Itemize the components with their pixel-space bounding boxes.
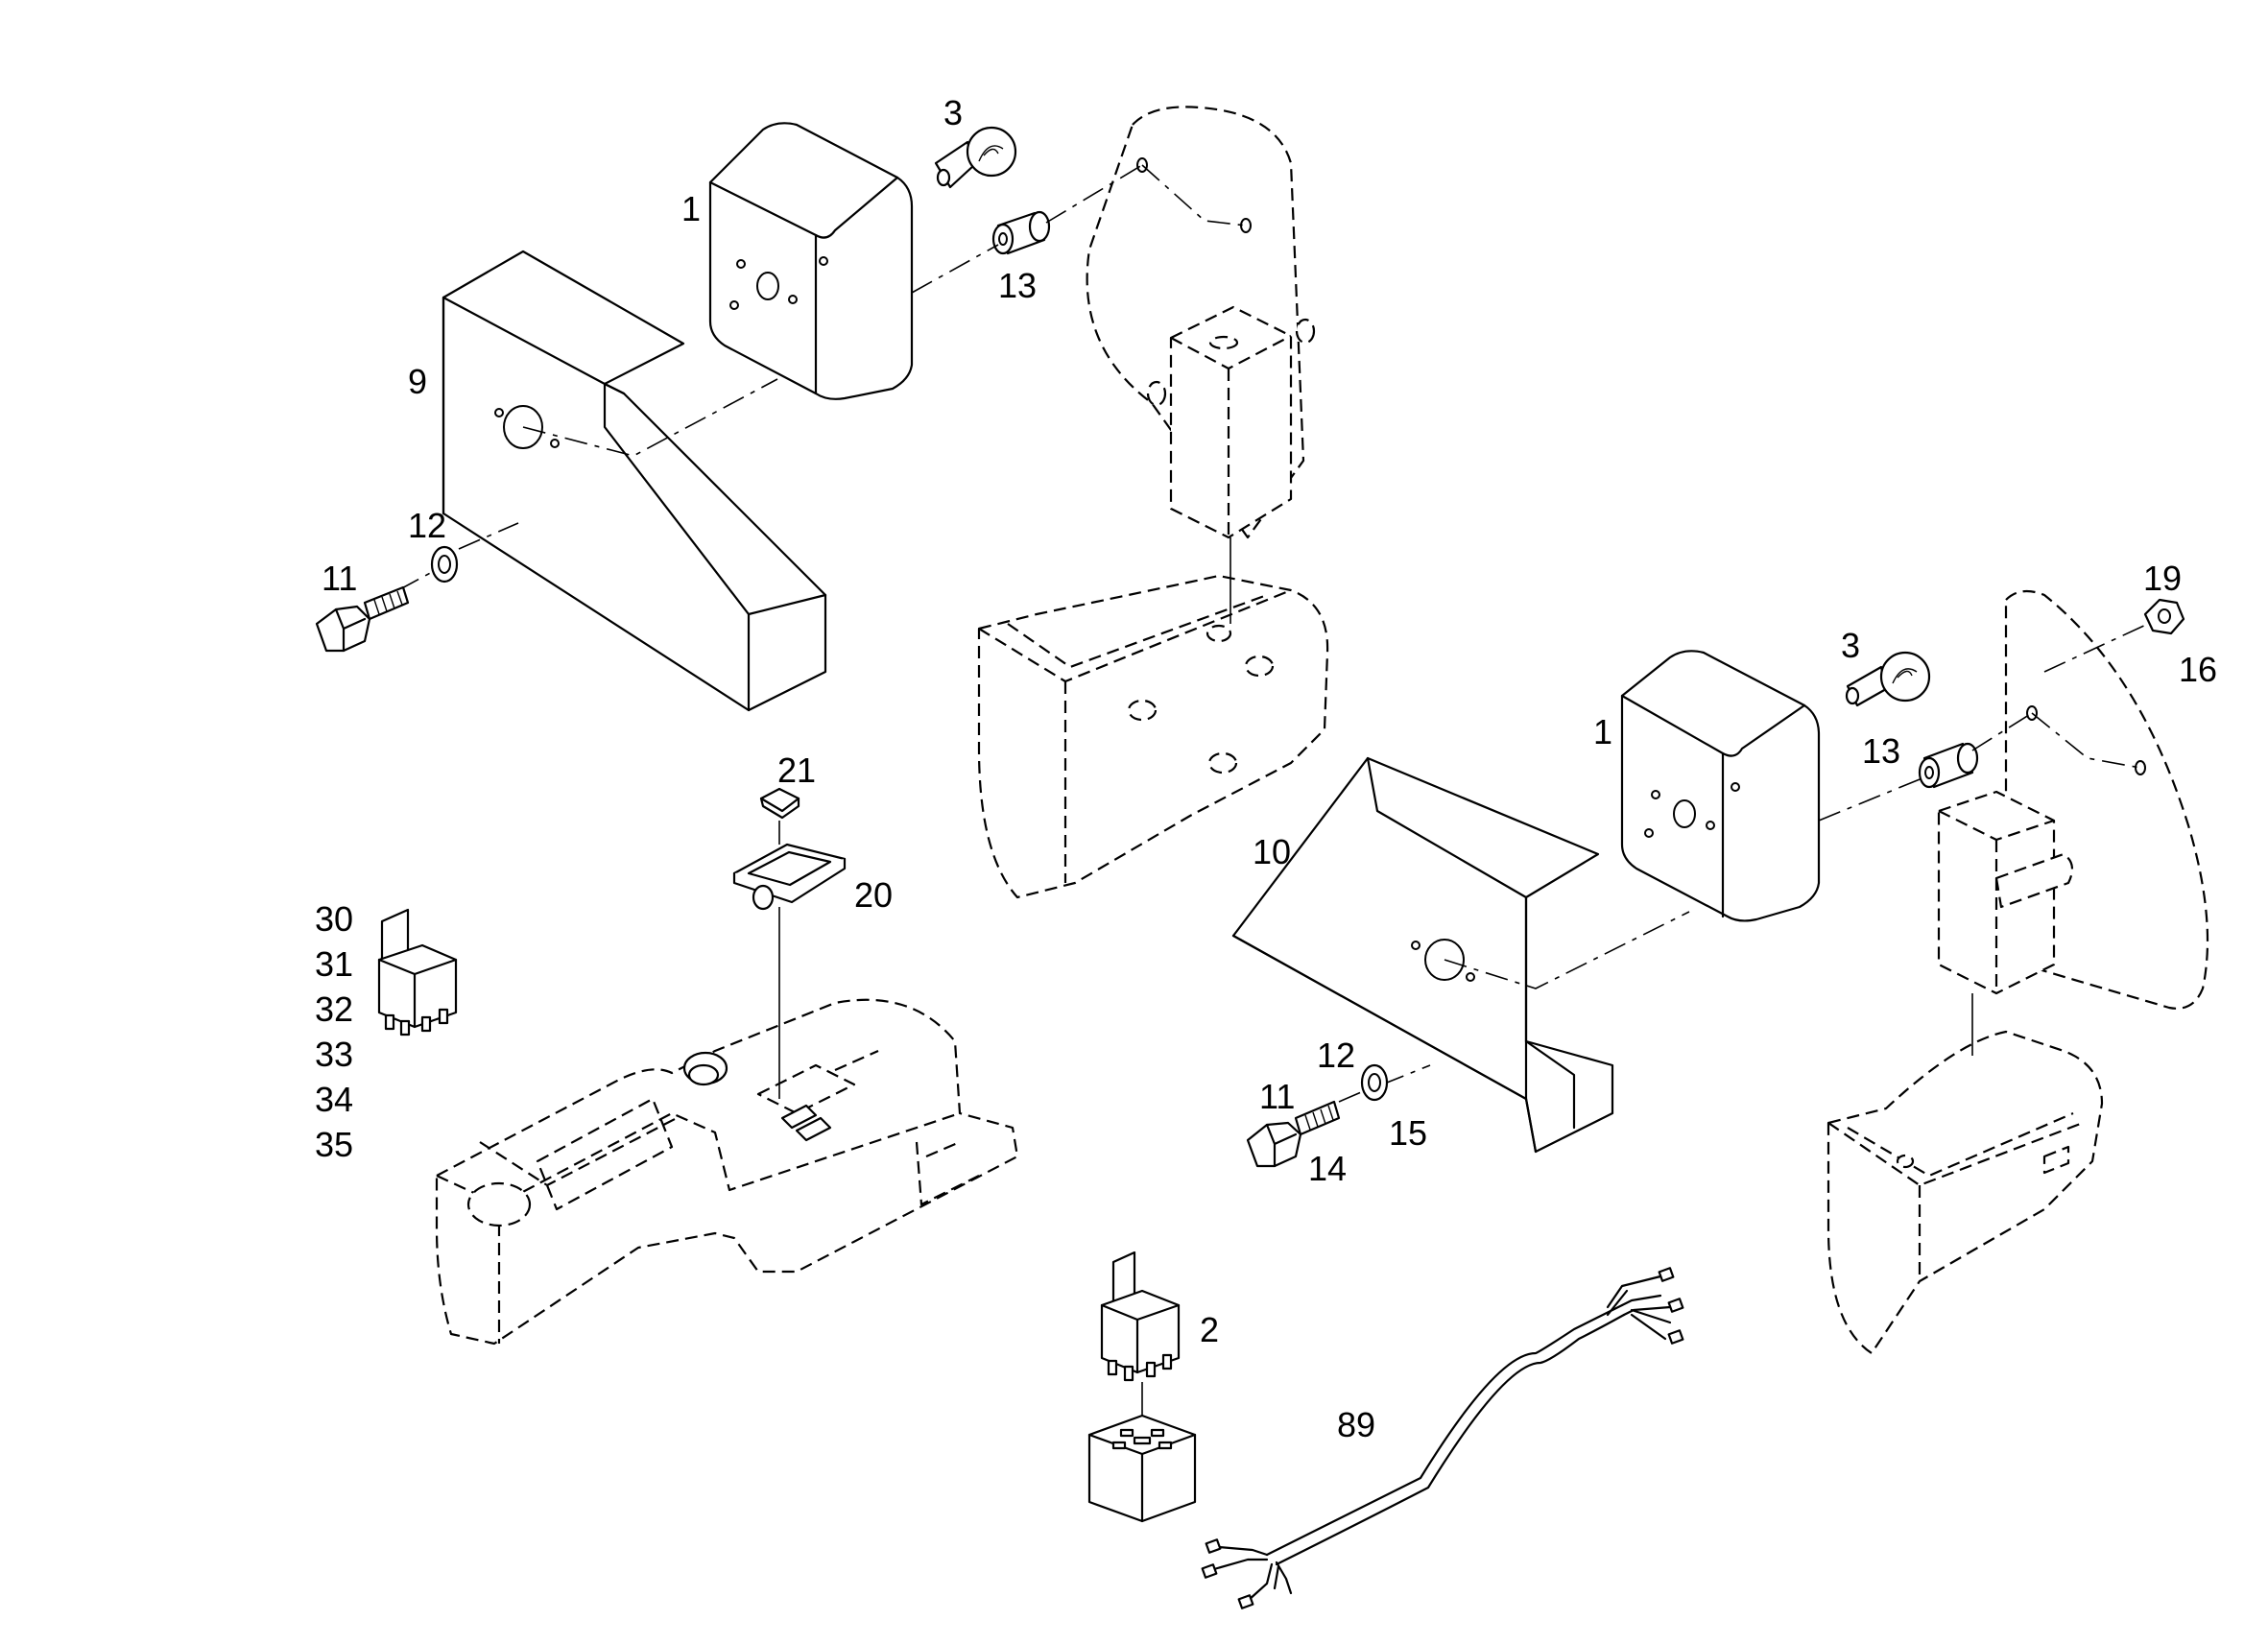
spacer-13-lower [1918, 742, 1979, 789]
callout-14: 14 [1308, 1149, 1347, 1188]
leader-line [458, 522, 519, 550]
relay-socket [1087, 1414, 1197, 1523]
nut-19 [2143, 598, 2185, 635]
leader-line [2031, 712, 2141, 769]
callout-1-lower: 1 [1593, 712, 1612, 751]
callout-31: 31 [315, 944, 353, 984]
bracket-10 [1231, 756, 1614, 1154]
spacer-13-upper [991, 210, 1051, 255]
callout-3-upper: 3 [943, 93, 963, 132]
leader-line [2043, 623, 2149, 673]
callout-13-upper: 13 [998, 266, 1037, 305]
phantom-lower-housing [1826, 1030, 2104, 1355]
leader-line [1381, 1064, 1431, 1085]
callout-89: 89 [1337, 1405, 1375, 1444]
callout-35: 35 [315, 1125, 353, 1164]
callout-32: 32 [315, 989, 353, 1029]
bolt-11-lower [1246, 1100, 1341, 1168]
callout-19: 19 [2143, 559, 2182, 598]
relay-30-35 [377, 908, 458, 1036]
washer-12-lower [1360, 1063, 1389, 1102]
leader-line [522, 378, 778, 457]
callout-15: 15 [1389, 1113, 1427, 1153]
phantom-lower-left-console [435, 998, 1019, 1346]
callout-10: 10 [1253, 832, 1291, 871]
lamp-housing-1-lower [1620, 650, 1821, 922]
callout-9: 9 [408, 362, 427, 401]
leader-line [1045, 164, 1143, 224]
bulb-3-lower [1845, 651, 1931, 707]
leader-line [911, 244, 999, 294]
leader-line [1971, 712, 2033, 751]
leader-line [397, 570, 435, 591]
callout-1-upper: 1 [681, 189, 701, 228]
bulb-3-upper [934, 126, 1017, 189]
lamp-housing-1-upper [708, 122, 914, 400]
callout-16: 16 [2179, 650, 2217, 689]
washer-12-upper [430, 545, 459, 584]
phantom-upper-housing [977, 574, 1329, 899]
leader-line [1444, 911, 1690, 989]
callout-34: 34 [315, 1080, 353, 1119]
callout-30: 30 [315, 899, 353, 939]
callout-11-upper: 11 [322, 559, 357, 598]
leader-line [1338, 1088, 1369, 1103]
phantom-upper-mount [1086, 106, 1316, 539]
callout-20: 20 [854, 875, 893, 915]
leader-line [1818, 776, 1925, 822]
callout-2: 2 [1200, 1310, 1219, 1349]
bolt-11-upper [315, 585, 410, 653]
callout-21: 21 [777, 751, 816, 790]
callout-12-upper: 12 [408, 506, 446, 545]
callout-3-lower: 3 [1841, 626, 1860, 665]
callout-11-lower: 11 [1259, 1077, 1295, 1116]
wire-harness-89 [1201, 1267, 1684, 1609]
phantom-lower-mount [1937, 589, 2209, 1010]
bracket-9 [442, 250, 827, 712]
callout-13-lower: 13 [1862, 731, 1900, 771]
callout-33: 33 [315, 1035, 353, 1074]
callout-12-lower: 12 [1317, 1036, 1355, 1075]
cover-plate-20 [732, 843, 847, 911]
relay-2 [1100, 1251, 1181, 1382]
cap-21 [759, 787, 800, 820]
